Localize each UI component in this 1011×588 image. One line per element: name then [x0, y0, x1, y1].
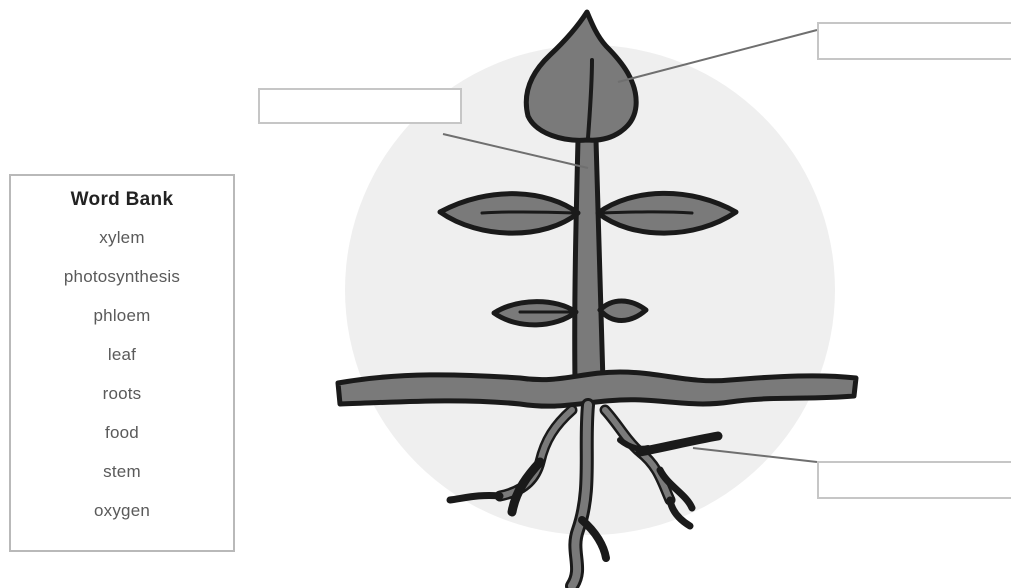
word-bank-item-photosynthesis: photosynthesis — [11, 257, 233, 296]
word-bank-title: Word Bank — [11, 186, 233, 214]
word-bank-item-phloem: phloem — [11, 296, 233, 335]
middle-right-leaf-vein — [600, 212, 692, 213]
word-bank-list: xylem photosynthesis phloem leaf roots f… — [11, 218, 233, 530]
stem — [575, 140, 603, 382]
top-leaf — [526, 12, 636, 140]
middle-left-leaf-vein — [482, 212, 576, 213]
label-box-roots[interactable] — [817, 461, 1011, 499]
word-bank-item-roots: roots — [11, 374, 233, 413]
word-bank-item-food: food — [11, 413, 233, 452]
label-box-leaf[interactable] — [817, 22, 1011, 60]
word-bank-item-stem: stem — [11, 452, 233, 491]
label-box-stem[interactable] — [258, 88, 462, 124]
word-bank-item-xylem: xylem — [11, 218, 233, 257]
word-bank: Word Bank xylem photosynthesis phloem le… — [9, 174, 235, 552]
small-right-leaf — [600, 301, 646, 321]
word-bank-item-leaf: leaf — [11, 335, 233, 374]
word-bank-item-oxygen: oxygen — [11, 491, 233, 530]
